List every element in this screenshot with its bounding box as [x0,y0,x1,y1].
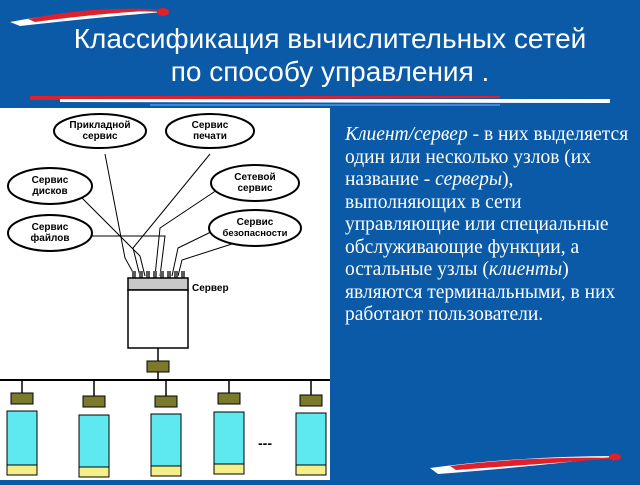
service-diskov: Сервис дисков [7,167,93,205]
service-label: Сервис [32,175,69,186]
server-label: Сервер [192,283,229,294]
service-label: Сетевой [234,172,275,183]
service-label: сервис [82,131,118,142]
service-label: безопасности [223,228,288,239]
connector-line [85,235,166,277]
service-label: файлов [31,232,70,244]
definition-part: ) являются терминальными, в них работают… [345,259,616,325]
service-bezopasnosti: Сервис безопасности [208,209,302,247]
top-comet-decoration [10,8,169,26]
diagram-canvas: Прикладной сервис Сервис печати Сервис д… [0,113,330,478]
definition-text: Клиент/сервер - в них выделяется один ил… [345,124,635,327]
definition-part: - в них выделяется один или несколько уз… [345,124,629,190]
server-connectors [132,271,185,278]
service-pechati: Сервис печати [165,113,255,149]
connector-line [177,242,236,277]
slide-title: Классификация вычислительных сетей по сп… [73,23,587,87]
service-label: Прикладной [69,120,130,131]
connector-line [154,187,221,277]
title-divider [30,96,610,106]
service-label: печати [193,131,227,142]
client-terminal [6,380,38,476]
client-terminal [295,380,327,476]
connector-line [104,153,136,277]
definition-part: ), выполняющих в сети управляющие или сп… [345,169,609,280]
service-connections [79,153,236,277]
connector-line [171,229,216,277]
client-terminal [213,380,245,475]
bottom-comet-decoration [430,453,621,474]
term-clients: клиенты [488,259,563,280]
client-terminal [150,380,182,477]
client-terminal [78,380,110,478]
service-label: Сервис [192,120,229,131]
service-label: Сервис [32,222,69,233]
term-client-server: Клиент/сервер [345,124,468,145]
service-label: Сервис [237,217,274,228]
term-servers: серверы [435,169,503,190]
connector-line [132,153,211,277]
service-setevoy: Сетевой сервис [210,164,300,202]
service-label: сервис [237,183,273,194]
service-prikladnoy: Прикладной сервис [53,113,147,149]
server-plug [146,360,170,373]
more-clients-ellipsis: --- [258,435,272,451]
service-label: дисков [32,186,67,197]
service-faylov: Сервис файлов [7,214,93,252]
client-server-diagram: Прикладной сервис Сервис печати Сервис д… [0,108,330,480]
server-unit: Сервер [127,271,229,380]
connector-line [79,195,146,277]
